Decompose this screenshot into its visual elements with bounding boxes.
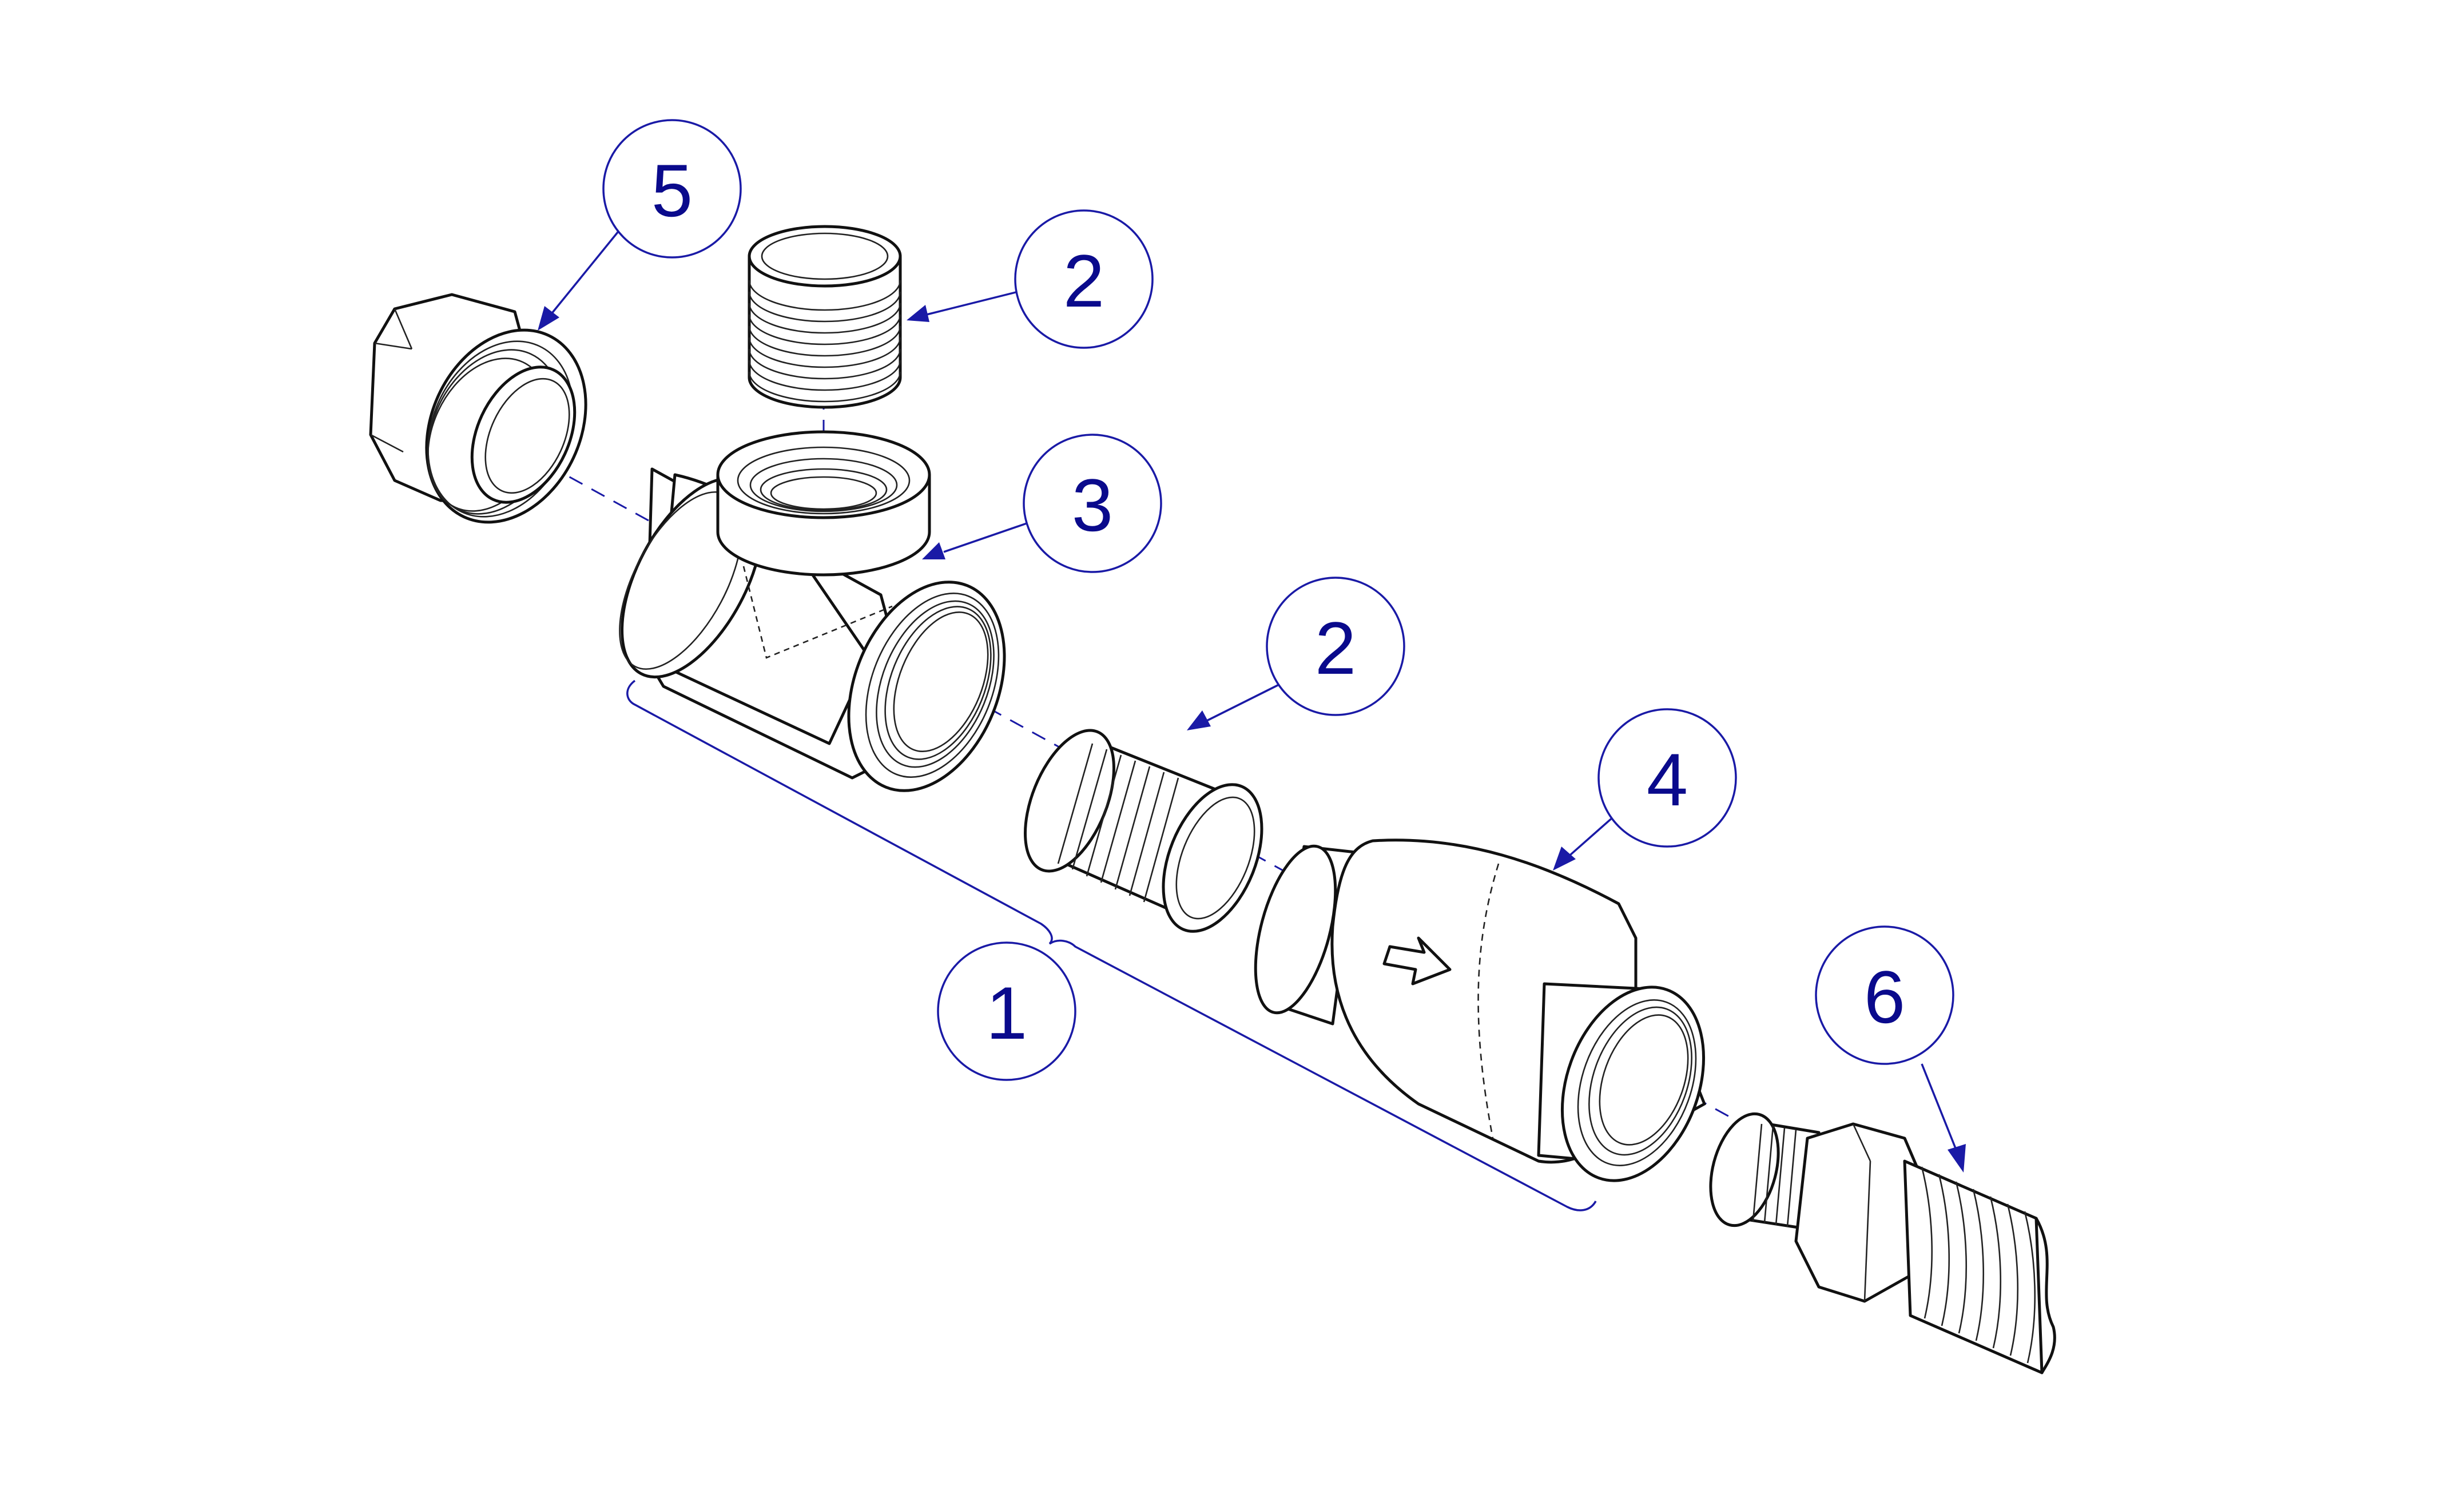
callout-balloon-4: 4 <box>1597 708 1737 848</box>
callout-label-2-middle: 2 <box>1315 606 1356 690</box>
callout-balloon-3: 3 <box>1023 434 1162 573</box>
vertical-nipple-part <box>748 225 902 409</box>
assembly-bracket <box>626 680 1597 1211</box>
callout-balloon-2-middle: 2 <box>1266 577 1405 716</box>
horizontal-nipple-part <box>1024 729 1263 933</box>
callout-label-6: 6 <box>1864 955 1905 1039</box>
callout-label-1: 1 <box>986 971 1027 1055</box>
tee-fitting-part <box>619 430 1006 792</box>
callout-balloon-5: 5 <box>602 119 742 259</box>
callout-label-2-top: 2 <box>1063 239 1104 323</box>
callout-label-4: 4 <box>1647 738 1688 821</box>
callout-balloon-6: 6 <box>1815 925 1954 1065</box>
callout-balloon-2-top: 2 <box>1014 209 1154 349</box>
hex-bushing-part <box>369 293 587 524</box>
check-valve-part <box>1254 839 1706 1182</box>
callout-label-5: 5 <box>651 149 693 232</box>
callout-balloon-1: 1 <box>937 941 1076 1081</box>
leader-lines <box>538 222 1966 1173</box>
hose-fitting-part <box>1709 1112 2056 1374</box>
callout-label-3: 3 <box>1072 463 1113 547</box>
